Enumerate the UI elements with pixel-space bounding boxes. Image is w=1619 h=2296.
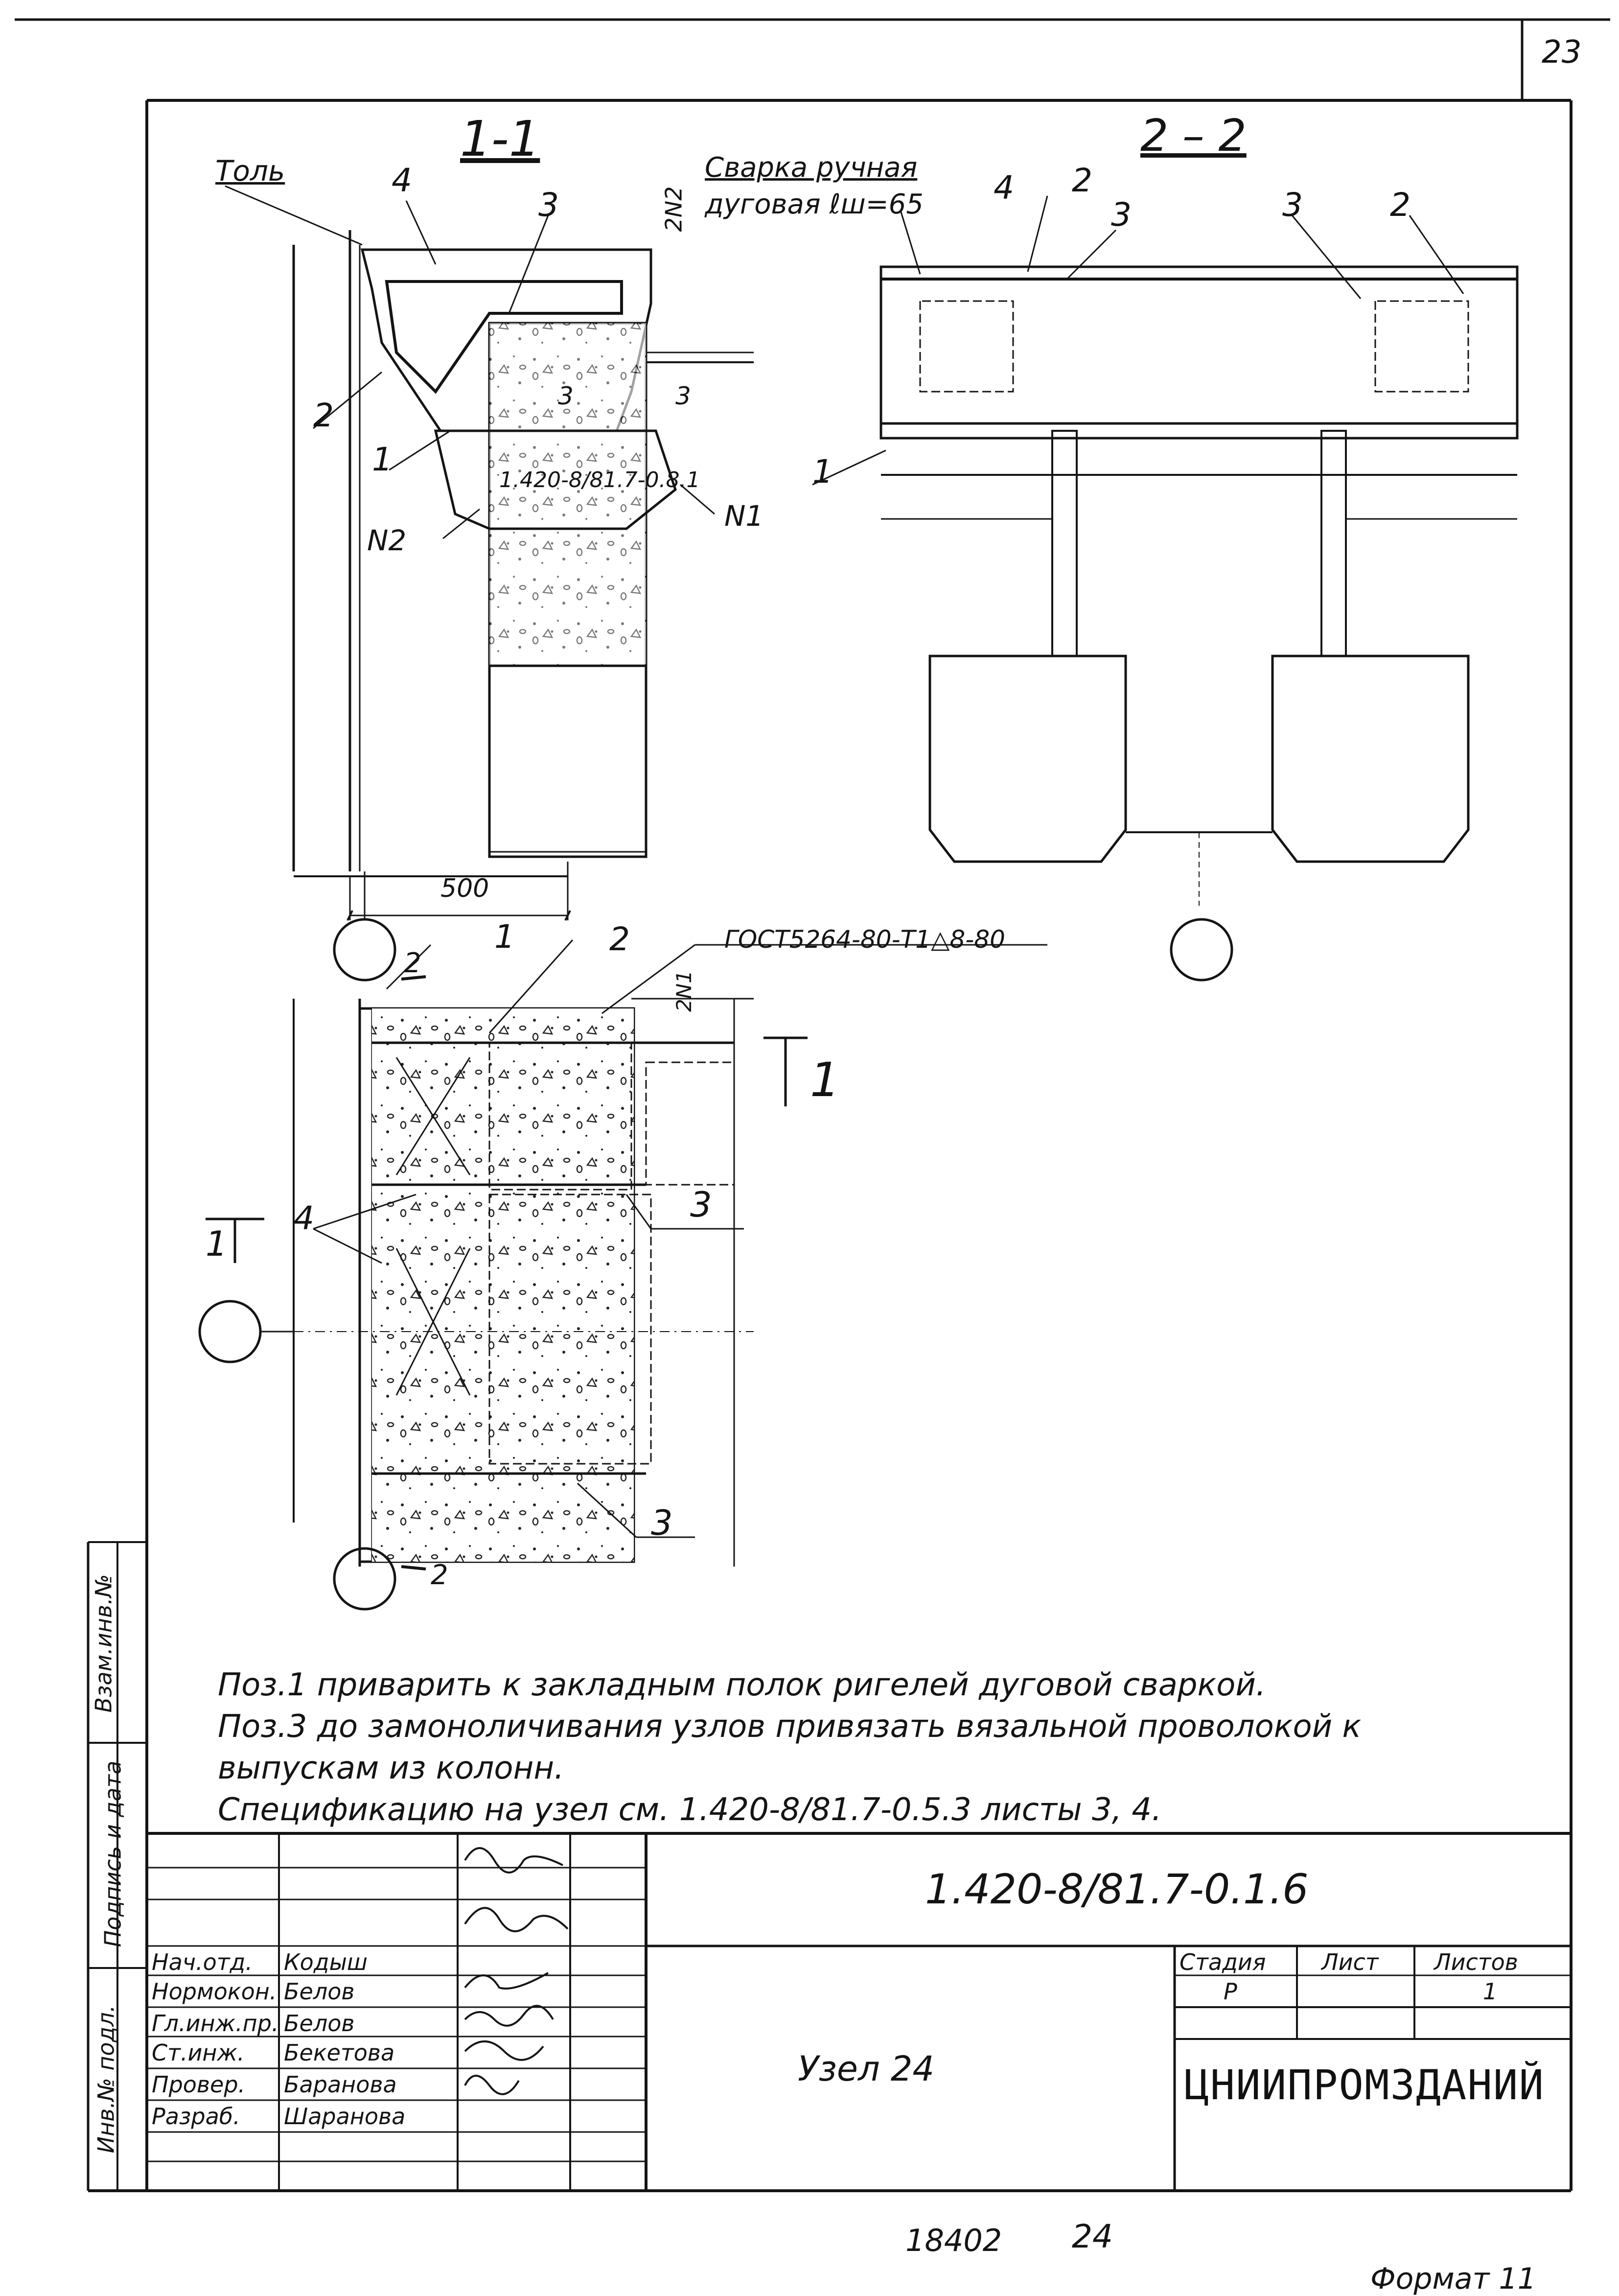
weld-note-line1: Сварка ручная <box>705 152 918 184</box>
role-3: Ст.инж. <box>152 2039 245 2066</box>
title-block-grid <box>147 1832 1571 2191</box>
role-4: Провер. <box>152 2071 246 2098</box>
axis-markers <box>198 871 1233 1611</box>
column-mark: 1.420-8/81.7-0.8.1 <box>499 468 700 492</box>
role-0: Нач.отд. <box>152 1949 253 1975</box>
label-tol: Толь <box>215 154 285 187</box>
page-number: 23 <box>1542 34 1582 70</box>
cut-label-bottom: 2 <box>431 1559 448 1591</box>
pos-3b-s22: 3 <box>1282 186 1303 224</box>
label-n1: N1 <box>724 499 764 533</box>
pos-2-s11: 2 <box>313 397 334 434</box>
note-line-3: выпускам из колонн. <box>218 1750 564 1786</box>
pos-4-s22: 4 <box>994 169 1014 207</box>
label-n2: N2 <box>367 524 407 557</box>
section-1-1-title: 1-1 <box>460 110 540 167</box>
section-2-2-geometry <box>812 195 1519 906</box>
sheet-frame <box>15 18 1610 2192</box>
section-2-2-title: 2 – 2 <box>1140 110 1247 162</box>
pos-2-plan: 2 <box>609 920 630 958</box>
label-2n1: 2N1 <box>671 970 696 1012</box>
pos-3-s11: 3 <box>538 186 559 224</box>
label-2n2: 2N2 <box>660 186 687 232</box>
pos-1-s22: 1 <box>812 453 833 491</box>
name-2: Белов <box>284 2010 355 2037</box>
pos-1-s11: 1 <box>372 441 393 478</box>
role-5: Разраб. <box>152 2103 240 2130</box>
sheet-header: Лист <box>1321 1949 1379 1975</box>
pos-2b-s22: 2 <box>1390 186 1411 224</box>
cut-label-left: 1 <box>206 1224 228 1264</box>
cut-mark-3a: 3 <box>558 382 574 410</box>
stamp-replace-inv: Взам.инв.№ <box>90 1574 117 1713</box>
archive-number: 18402 <box>905 2223 1002 2258</box>
name-5: Шаранова <box>284 2103 406 2130</box>
name-3: Бекетова <box>284 2039 395 2066</box>
cut-mark-3b: 3 <box>675 382 691 410</box>
dimension-500: 500 <box>440 874 489 903</box>
name-4: Баранова <box>284 2071 397 2098</box>
note-line-1: Поз.1 приварить к закладным полок ригеле… <box>218 1667 1266 1703</box>
role-2: Гл.инж.пр. <box>152 2010 279 2037</box>
stage-header: Стадия <box>1180 1949 1266 1975</box>
stage-value: Р <box>1224 1978 1237 2005</box>
node-name: Узел 24 <box>798 2049 935 2089</box>
weld-note-line2: дуговая ℓш=65 <box>705 188 924 220</box>
pos-2a-s22: 2 <box>1072 162 1092 199</box>
doc-code: 1.420-8/81.7-0.1.6 <box>925 1865 1309 1913</box>
stamp-inv-original: Инв.№ подл. <box>93 2005 119 2154</box>
section-1-1-geometry <box>225 185 754 921</box>
gost-note: ГОСТ5264-80-Т1△8-80 <box>724 925 1005 954</box>
note-line-2: Поз.3 до замоноличивания узлов привязать… <box>218 1709 1362 1745</box>
plan-geometry <box>206 939 1047 1570</box>
cut-label-top: 2 <box>404 947 421 979</box>
archive-page: 24 <box>1072 2218 1113 2255</box>
sheets-header: Листов <box>1434 1949 1518 1975</box>
name-1: Белов <box>284 1978 355 2005</box>
sheets-value: 1 <box>1483 1978 1498 2005</box>
pos-1-plan: 1 <box>494 918 515 956</box>
pos-3b-plan: 3 <box>651 1503 673 1543</box>
name-0: Кодыш <box>284 1949 368 1975</box>
organization: ЦНИИПРОМЗДАНИЙ <box>1184 2061 1545 2109</box>
role-1: Нормокон. <box>152 1978 277 2005</box>
note-line-4: Спецификацию на узел см. 1.420-8/81.7-0.… <box>218 1792 1162 1828</box>
pos-3a-s22: 3 <box>1111 196 1132 234</box>
cut-label-right: 1 <box>810 1053 840 1107</box>
pos-4-s11: 4 <box>392 162 412 199</box>
side-stamp-frame <box>87 1541 147 2191</box>
pos-4-plan: 4 <box>294 1199 314 1237</box>
format-label: Формат 11 <box>1370 2262 1536 2296</box>
pos-3a-plan: 3 <box>690 1185 712 1225</box>
stamp-signature-date: Подпись и дата <box>99 1760 126 1947</box>
